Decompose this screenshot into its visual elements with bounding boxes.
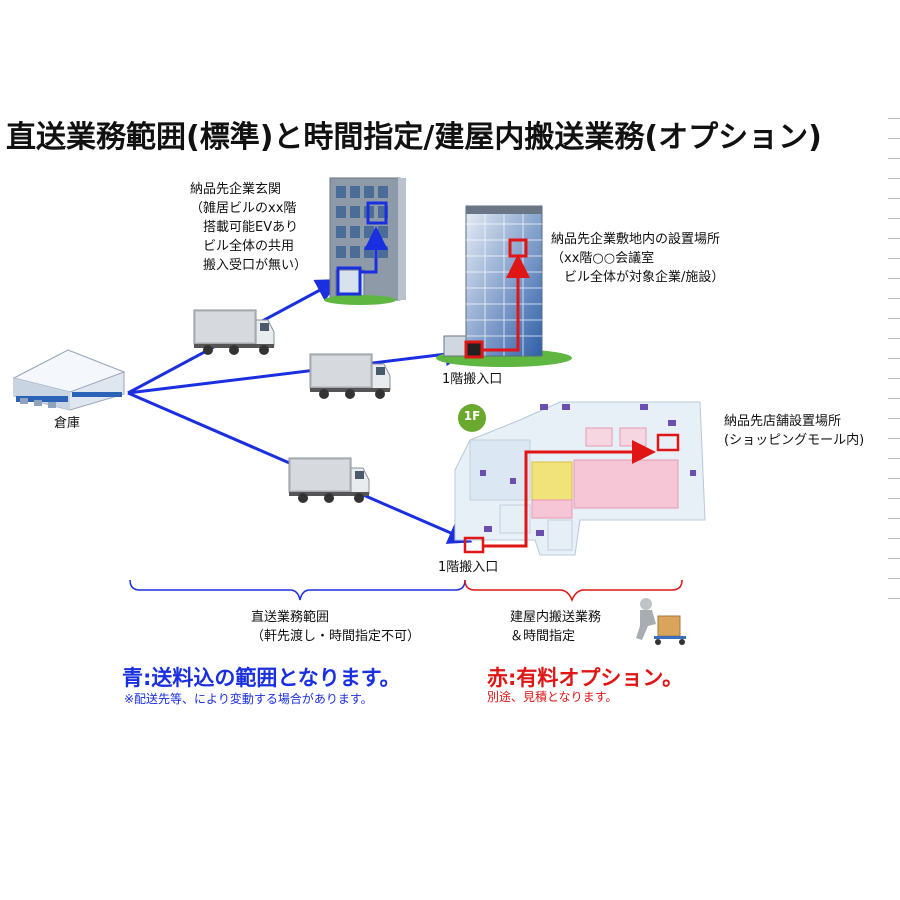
warehouse-icon xyxy=(12,349,126,411)
page-title: 直送業務範囲(標準)と時間指定/建屋内搬送業務(オプション) xyxy=(6,120,822,155)
blue-legend-heading: 青:送料込の範囲となります。 xyxy=(122,666,401,690)
indoor-scope-label: 建屋内搬送業務 ＆時間指定 xyxy=(510,610,602,644)
truck-icon xyxy=(193,309,275,355)
ground-entry-label-mall: 1階搬入口 xyxy=(438,560,499,575)
entrance-destination-label: 納品先企業玄関 （雑居ビルのxx階 搭載可能EVあり ビル全体の共用 搬入受口が… xyxy=(190,182,308,273)
mall-floor-map-icon xyxy=(454,401,706,556)
edge-ticks xyxy=(888,118,900,618)
truck-icon xyxy=(288,457,370,503)
blue-legend-detail: ※配送先等、により変動する場合があります。 xyxy=(124,692,373,706)
red-scope-brace xyxy=(464,579,683,603)
mall-destination-label: 納品先店舗設置場所 (ショッピングモール内) xyxy=(724,414,865,448)
warehouse-label: 倉庫 xyxy=(54,416,81,431)
ground-entry-label-tower: 1階搬入口 xyxy=(442,372,503,387)
red-legend-detail: 別途、見積となります。 xyxy=(487,690,618,704)
tower-building-icon xyxy=(436,205,572,367)
red-legend-heading: 赤:有料オプション。 xyxy=(487,666,684,690)
blue-scope-brace xyxy=(129,579,466,601)
office-building-icon xyxy=(324,177,406,305)
direct-scope-label: 直送業務範囲 （軒先渡し・時間指定不可） xyxy=(251,610,421,644)
delivery-worker-icon xyxy=(636,598,686,645)
route-to-tower xyxy=(127,342,469,395)
truck-icon xyxy=(309,353,391,399)
blue-routes xyxy=(127,279,473,544)
office-destination-label: 納品先企業敷地内の設置場所 （xx階○○会議室 ビル全体が対象企業/施設） xyxy=(551,232,725,285)
floor-badge: 1F xyxy=(463,409,481,423)
